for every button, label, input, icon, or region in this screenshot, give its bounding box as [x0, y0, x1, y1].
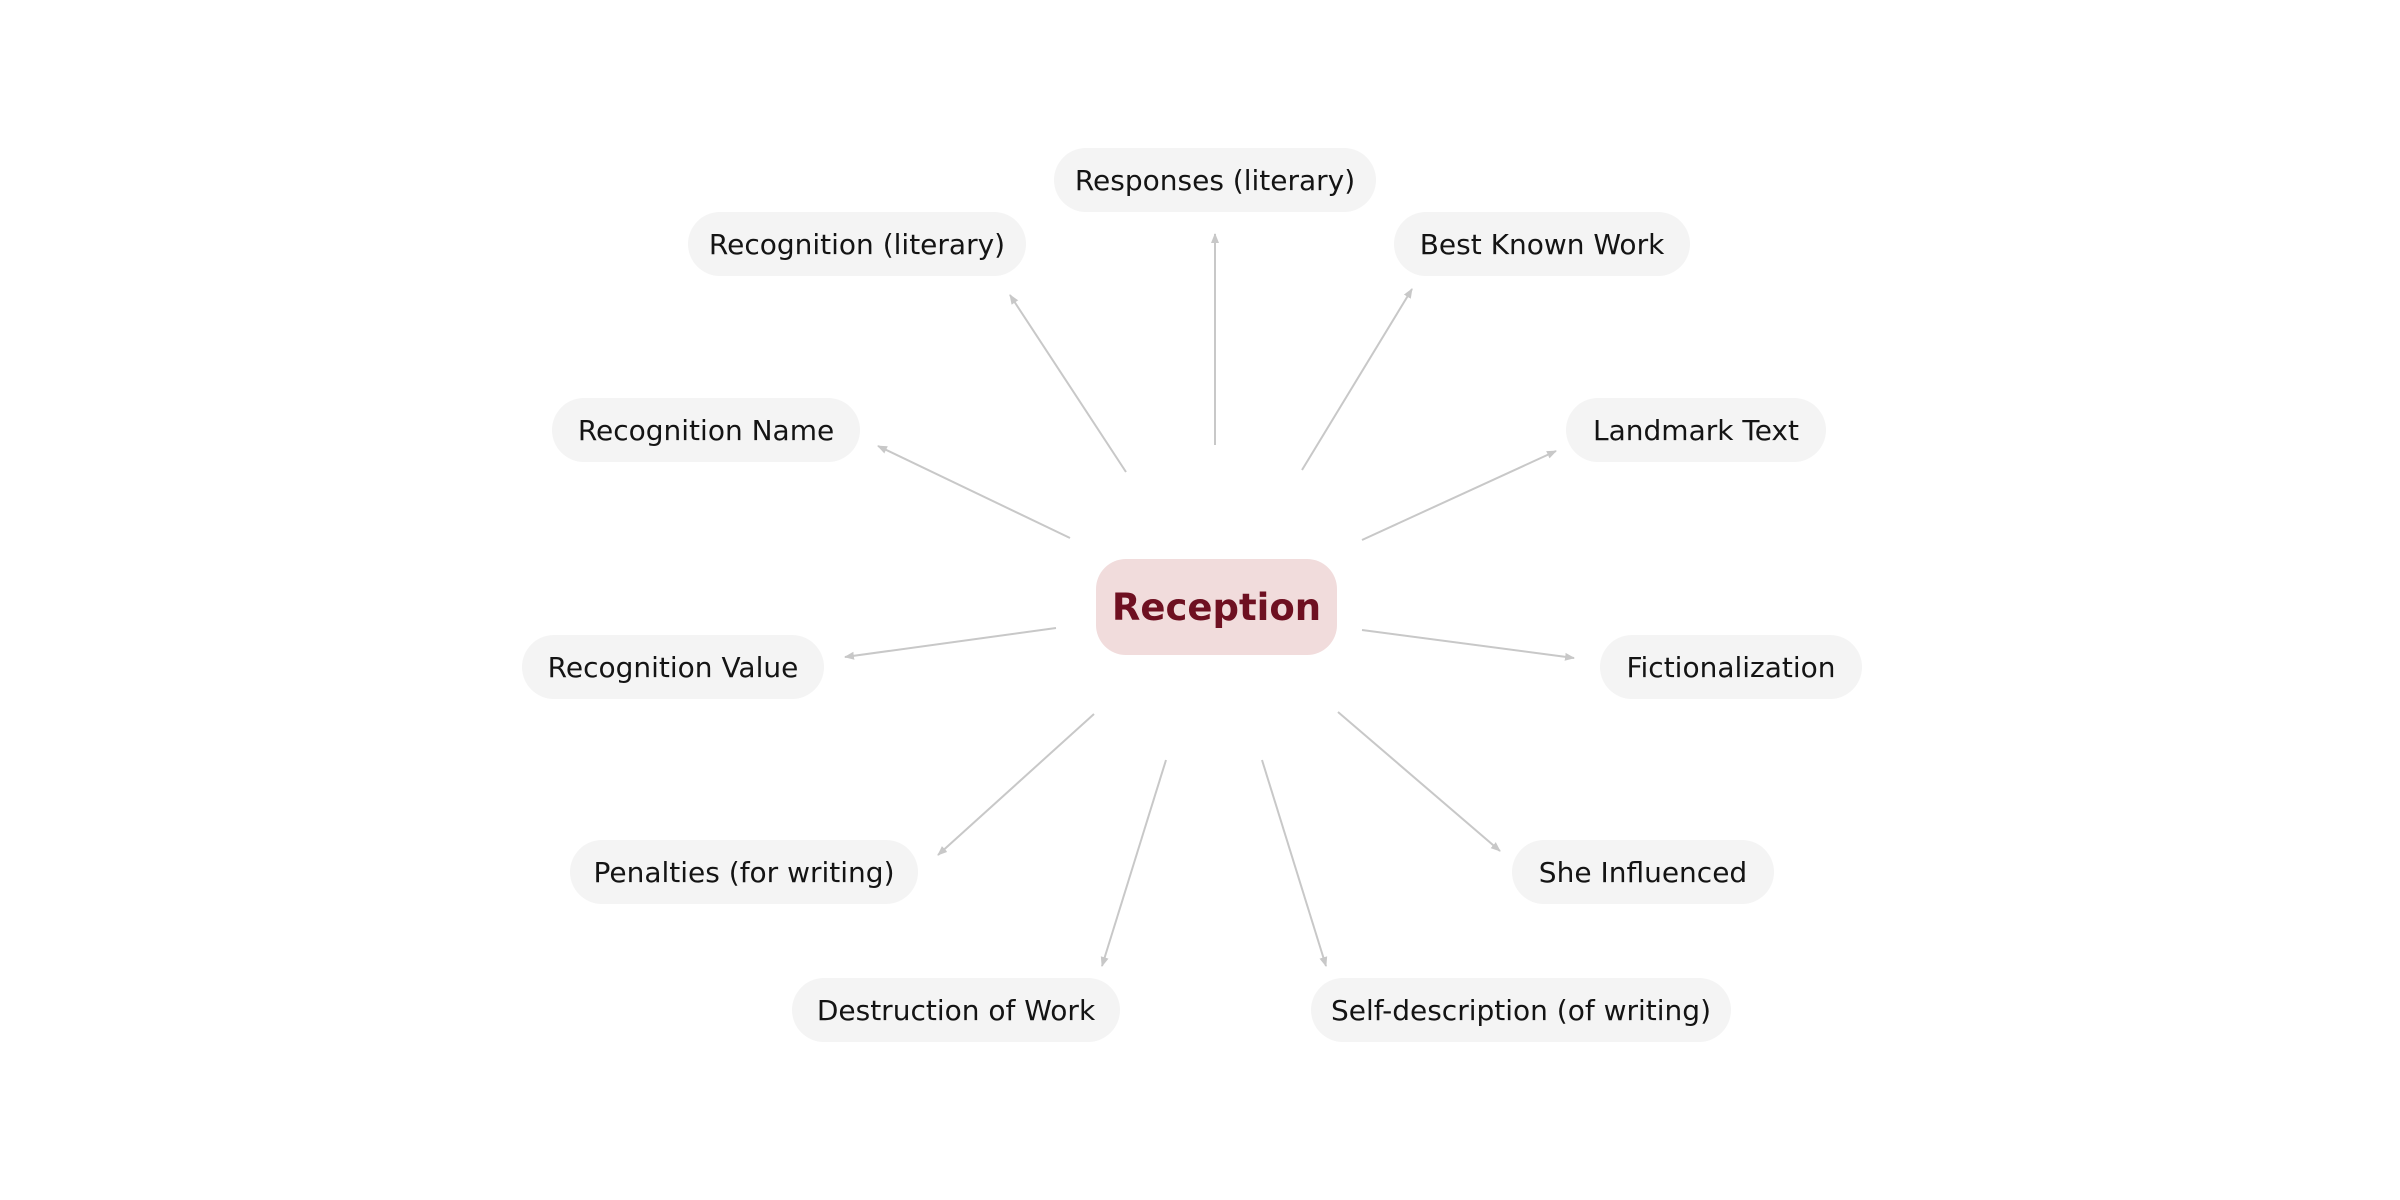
- node-self-description-of-writing: Self-description (of writing): [1311, 978, 1731, 1042]
- node-label: Recognition (literary): [708, 227, 1006, 261]
- node-fictionalization: Fictionalization: [1600, 635, 1862, 699]
- node-best-known-work: Best Known Work: [1394, 212, 1690, 276]
- node-label: Destruction of Work: [816, 993, 1096, 1027]
- edge-to-recognition-value: [844, 627, 1057, 660]
- node-responses-literary: Responses (literary): [1054, 148, 1376, 212]
- edge-to-fictionalization: [1361, 629, 1575, 661]
- node-label: Fictionalization: [1626, 650, 1836, 684]
- node-destruction-of-work: Destruction of Work: [792, 978, 1120, 1042]
- node-recognition-value: Recognition Value: [522, 635, 824, 699]
- edge-to-self-description: [1261, 759, 1328, 967]
- node-label: Penalties (for writing): [593, 855, 895, 889]
- edge-to-destruction-of-work: [1100, 759, 1167, 967]
- node-label: Landmark Text: [1593, 413, 1799, 447]
- node-recognition-literary: Recognition (literary): [688, 212, 1026, 276]
- edge-to-best-known-work: [1301, 288, 1413, 471]
- edge-to-landmark-text: [1361, 450, 1557, 541]
- node-she-influenced: She Influenced: [1512, 840, 1774, 904]
- center-node-label: Reception: [1111, 585, 1322, 629]
- node-label: Recognition Name: [577, 413, 835, 447]
- edge-to-recognition-name: [877, 445, 1071, 539]
- node-label: Best Known Work: [1419, 227, 1665, 261]
- node-landmark-text: Landmark Text: [1566, 398, 1826, 462]
- center-node-reception: Reception: [1096, 559, 1337, 655]
- edge-to-recognition-literary: [1009, 294, 1127, 473]
- node-label: Recognition Value: [547, 650, 799, 684]
- node-label: Responses (literary): [1074, 163, 1356, 197]
- edge-to-penalties-for-writing: [937, 713, 1095, 856]
- edge-to-she-influenced: [1337, 711, 1501, 852]
- node-label: Self-description (of writing): [1331, 993, 1711, 1027]
- node-recognition-name: Recognition Name: [552, 398, 860, 462]
- node-label: She Influenced: [1538, 855, 1748, 889]
- node-penalties-for-writing: Penalties (for writing): [570, 840, 918, 904]
